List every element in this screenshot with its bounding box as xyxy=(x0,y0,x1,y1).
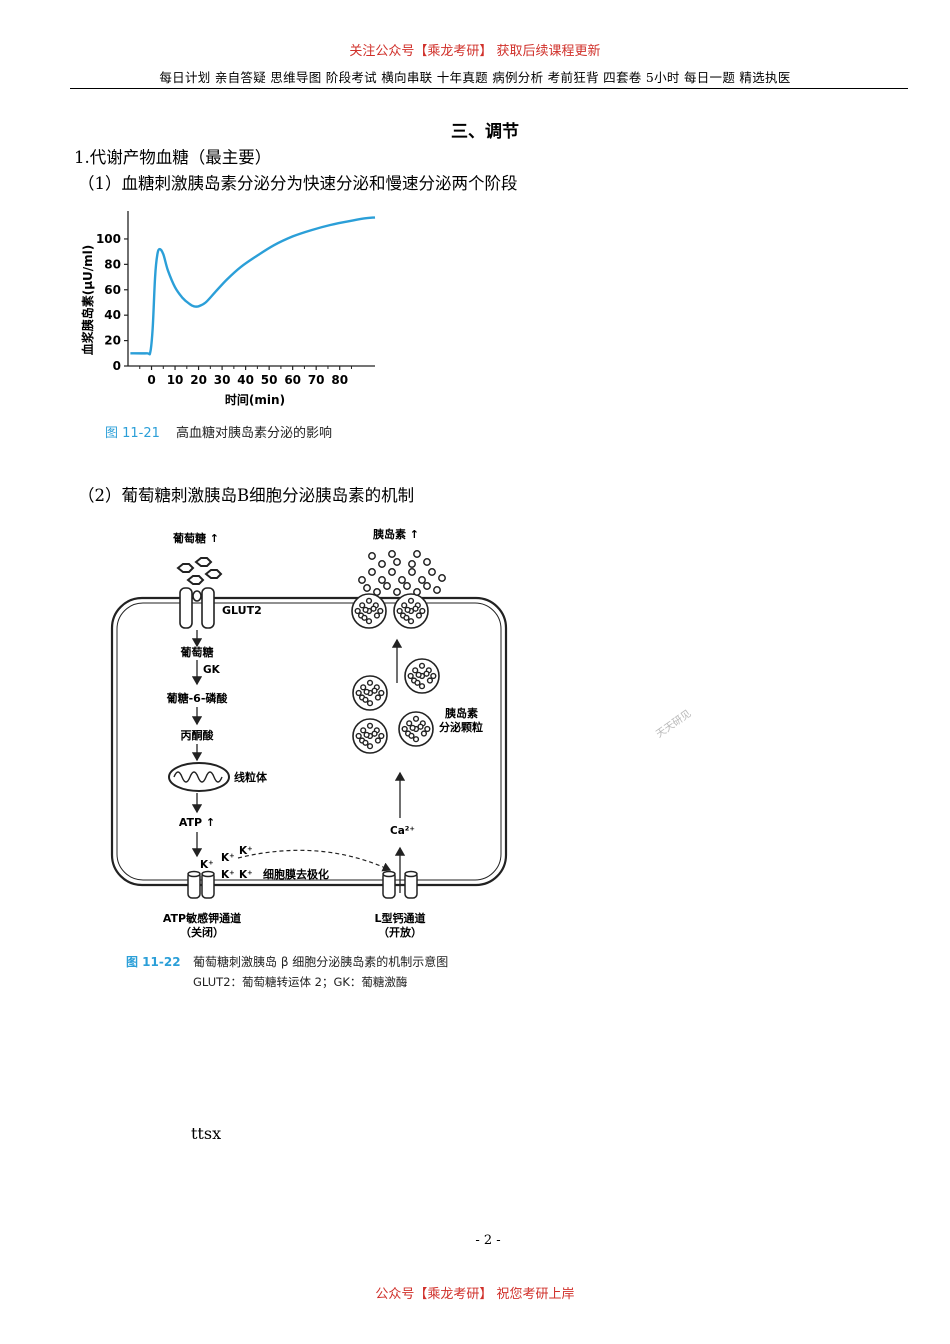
insulin-molecule xyxy=(413,550,421,558)
chart-y-tick-label: 60 xyxy=(104,283,121,297)
label-pyruvate: 丙酮酸 xyxy=(181,728,215,742)
label-glucose: 葡萄糖 xyxy=(180,645,214,659)
label-k-3: K⁺ xyxy=(239,845,253,857)
insulin-granule xyxy=(404,658,440,694)
insulin-molecule xyxy=(368,568,376,576)
figure2-caption: 葡萄糖刺激胰岛 β 细胞分泌胰岛素的机制示意图 xyxy=(193,954,448,969)
chart-x-tick-label: 50 xyxy=(261,373,278,387)
insulin-molecule xyxy=(373,588,381,596)
insulin-molecule xyxy=(403,582,411,590)
chart-x-tick-label: 60 xyxy=(284,373,301,387)
insulin-granule xyxy=(398,711,434,747)
released-insulin-icon xyxy=(358,550,446,596)
figure2-legend: GLUT2：葡萄糖转运体 2；GK：葡糖激酶 xyxy=(193,975,407,989)
label-calcium: Ca²⁺ xyxy=(390,825,415,837)
item-1-1: （1）血糖刺激胰岛素分泌分为快速分泌和慢速分泌两个阶段 xyxy=(78,174,518,193)
cell-membrane xyxy=(110,596,508,887)
page-number: - 2 - xyxy=(475,1233,501,1248)
insulin-molecule xyxy=(378,560,386,568)
chart-x-tick-label: 40 xyxy=(237,373,254,387)
chart-y-tick-label: 20 xyxy=(104,334,121,348)
label-gk: GK xyxy=(203,664,221,676)
label-granule-2: 分泌颗粒 xyxy=(439,720,483,734)
item-1: 1.代谢产物血糖（最主要） xyxy=(74,148,272,167)
insulin-granules xyxy=(351,593,440,754)
insulin-molecule xyxy=(408,560,416,568)
insulin-granule xyxy=(352,718,388,754)
chart-x-tick-label: 30 xyxy=(214,373,231,387)
label-katp-name: ATP敏感钾通道 xyxy=(163,911,241,925)
chart-ylabel: 血浆胰岛素(μU/ml) xyxy=(80,245,95,356)
label-k-2: K⁺ xyxy=(221,852,235,864)
label-g6p: 葡糖-6-磷酸 xyxy=(166,691,229,705)
insulin-molecule xyxy=(388,568,396,576)
item-1-2: （2）葡萄糖刺激胰岛B细胞分泌胰岛素的机制 xyxy=(78,486,415,505)
label-atp-up: ATP ↑ xyxy=(179,816,215,829)
insulin-molecule xyxy=(413,588,421,596)
insulin-granule xyxy=(393,593,429,629)
label-depolarization: 细胞膜去极化 xyxy=(263,867,329,881)
insulin-molecule xyxy=(383,582,391,590)
insulin-molecule xyxy=(398,576,406,584)
footer-note: ttsx xyxy=(191,1124,222,1143)
label-k-4: K⁺ xyxy=(221,869,235,881)
mitochondrion-icon xyxy=(168,762,230,792)
insulin-granule xyxy=(352,675,388,711)
katp-channel-icon xyxy=(187,870,215,899)
chart-x-tick-label: 20 xyxy=(190,373,207,387)
header-services: 每日计划 亲自答疑 思维导图 阶段考试 横向串联 十年真题 病例分析 考前狂背 … xyxy=(159,70,791,85)
insulin-molecule xyxy=(378,576,386,584)
insulin-molecule xyxy=(393,588,401,596)
insulin-molecule xyxy=(428,568,436,576)
chart-x-tick-label: 70 xyxy=(308,373,325,387)
label-ltype-name: L型钙通道 xyxy=(374,911,425,925)
chart-y-tick-label: 40 xyxy=(104,308,121,322)
label-mitochondrion: 线粒体 xyxy=(234,770,268,784)
figure1-caption: 高血糖对胰岛素分泌的影响 xyxy=(176,425,332,441)
chart-y-tick-label: 0 xyxy=(113,359,121,373)
chart-series-line xyxy=(130,216,376,356)
label-granule-1: 胰岛素 xyxy=(444,706,478,720)
figure1-number: 图 11-21 xyxy=(105,426,160,441)
chart-y-tick-label: 100 xyxy=(96,232,121,246)
label-k-5: K⁺ xyxy=(239,869,253,881)
header-divider xyxy=(70,88,908,89)
chart-x-tick-label: 0 xyxy=(147,373,155,387)
label-glut2: GLUT2 xyxy=(222,604,262,617)
insulin-molecule xyxy=(438,574,446,582)
section-title: 三、调节 xyxy=(451,122,519,142)
label-insulin-up: 胰岛素 ↑ xyxy=(372,527,419,541)
watermark: 天天研见 xyxy=(654,708,694,741)
insulin-molecule xyxy=(433,586,441,594)
label-glucose-up: 葡萄糖 ↑ xyxy=(172,531,219,545)
insulin-molecule xyxy=(423,582,431,590)
insulin-chart: 0 20 40 60 80 100 0 10 20 30 40 50 60 70 80 血浆胰岛素(μU/m… xyxy=(80,211,376,441)
label-k-1: K⁺ xyxy=(200,859,214,871)
insulin-molecule xyxy=(393,558,401,566)
label-katp-state: （关闭） xyxy=(180,925,224,939)
chart-y-tick-label: 80 xyxy=(104,257,121,271)
insulin-molecule xyxy=(408,568,416,576)
chart-x-tick-label: 80 xyxy=(331,373,348,387)
insulin-molecule xyxy=(418,576,426,584)
depolarization-arrow xyxy=(237,849,392,872)
label-ltype-state: （开放） xyxy=(378,925,422,939)
insulin-molecule xyxy=(423,558,431,566)
figure2-number: 图 11-22 xyxy=(126,955,181,969)
insulin-molecule xyxy=(388,550,396,558)
chart-xlabel: 时间(min) xyxy=(225,392,285,407)
insulin-molecule xyxy=(358,576,366,584)
insulin-molecule xyxy=(363,584,371,592)
insulin-molecule xyxy=(368,552,376,560)
chart-x-tick-label: 10 xyxy=(167,373,184,387)
insulin-granule xyxy=(351,593,387,629)
glut2-transporter xyxy=(179,587,215,629)
beta-cell-diagram: 葡萄糖 ↑ GLUT2 葡萄糖 GK 葡糖-6-磷酸 丙酮酸 线粒体 ATP ↑… xyxy=(110,527,508,989)
footer-slogan: 公众号【乘龙考研】 祝您考研上岸 xyxy=(375,1287,575,1302)
ltype-channel-icon xyxy=(382,870,418,899)
glucose-molecules-icon xyxy=(176,557,223,585)
header-promo: 关注公众号【乘龙考研】 获取后续课程更新 xyxy=(349,44,601,59)
